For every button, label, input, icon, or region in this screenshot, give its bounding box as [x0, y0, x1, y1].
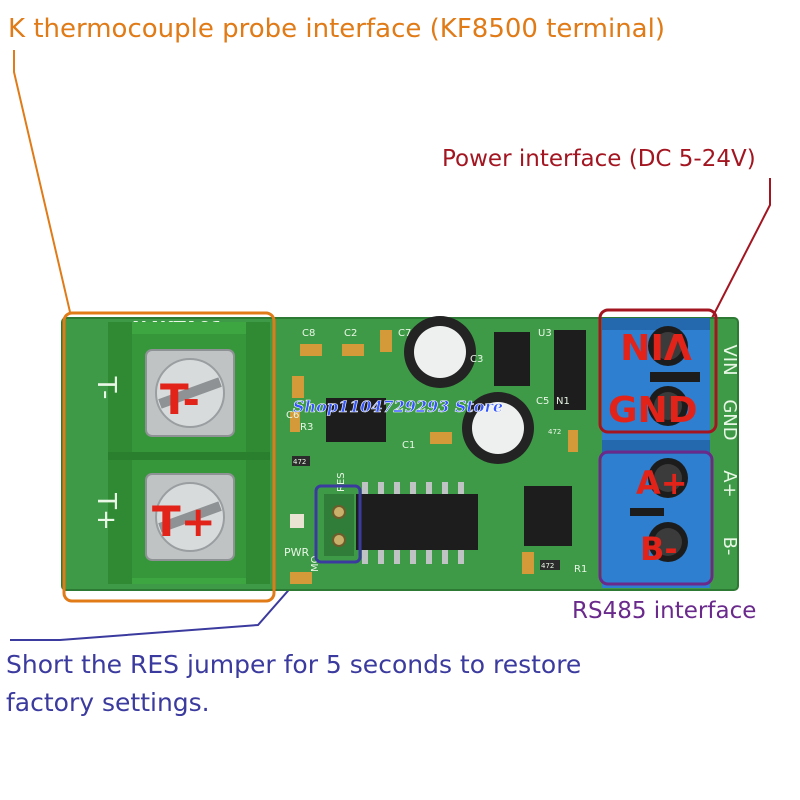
rs485-highlight-frame	[598, 450, 714, 586]
vin-screw	[648, 326, 688, 366]
silk-c6: C6	[286, 410, 299, 421]
silk-pwr: PWR	[284, 546, 310, 559]
thermo-leader-line	[13, 50, 71, 313]
silk-r1: R1	[574, 564, 587, 575]
res-highlight-frame	[314, 484, 362, 564]
power-interface-label: Power interface (DC 5-24V)	[442, 146, 756, 172]
res-note-line-2: factory settings.	[6, 688, 210, 717]
res-jumper-note: Short the RES jumper for 5 seconds to re…	[6, 646, 666, 722]
silk-a-plus: A+	[719, 470, 740, 497]
smd-components	[290, 330, 578, 584]
power-highlight-frame	[598, 308, 718, 434]
silk-c1: C1	[402, 440, 415, 451]
b-minus-screw	[648, 522, 688, 562]
b-minus-terminal-label: B-	[640, 530, 678, 568]
silk-472-a: 472	[293, 458, 306, 466]
rs485-interface-label: RS485 interface	[572, 598, 757, 624]
silk-c3: C3	[470, 354, 483, 365]
silk-gnd: GND	[719, 399, 740, 440]
silk-c7: C7	[398, 328, 411, 339]
t-plus-screw	[145, 473, 235, 561]
ic-8pin	[326, 398, 386, 442]
silk-vin: VIN	[719, 344, 740, 375]
t-plus-terminal-label: T+	[152, 497, 216, 546]
ic-main	[356, 482, 478, 564]
capacitor-c5	[462, 392, 534, 464]
silk-n1: N1	[556, 396, 570, 407]
silk-c5: C5	[536, 396, 549, 407]
silk-u3: U3	[538, 328, 552, 339]
thermocouple-terminal-block: T- T+	[108, 322, 270, 584]
silkscreen-labels: C8 C2 C7 C3 U3 C5 N1 C6 R3 C1 R1 472 472…	[286, 328, 587, 575]
t-minus-screw	[145, 349, 235, 437]
store-watermark: Shop1104729293 Store	[293, 397, 503, 416]
gnd-screw	[648, 386, 688, 426]
silk-b-minus: B-	[719, 537, 740, 556]
ic-u3	[494, 330, 586, 410]
ic-rs485	[524, 486, 572, 546]
thermocouple-interface-label: K thermocouple probe interface (KF8500 t…	[8, 14, 665, 44]
gnd-terminal-label: GND	[608, 390, 698, 431]
thermocouple-highlight-frame	[62, 311, 276, 603]
vin-terminal-label: VIN	[620, 325, 691, 366]
silk-472-c: 472	[548, 428, 561, 436]
silk-mo: MO	[310, 555, 321, 572]
a-plus-terminal-label: A+	[636, 464, 688, 502]
power-leader-line	[711, 178, 771, 319]
t-minus-silk: T-	[91, 376, 121, 400]
t-plus-silk: T+	[91, 492, 121, 531]
res-note-line-1: Short the RES jumper for 5 seconds to re…	[6, 650, 582, 679]
a-plus-screw	[648, 458, 688, 498]
t-minus-terminal-label: T-	[160, 375, 200, 424]
silk-r3: R3	[300, 422, 313, 433]
silk-res: RES	[336, 472, 347, 492]
pwr-led	[290, 514, 304, 528]
capacitor-c7	[404, 316, 476, 388]
res-jumper	[324, 494, 354, 556]
silk-472-b: 472	[541, 562, 554, 570]
silk-c8: C8	[302, 328, 315, 339]
silk-c2: C2	[344, 328, 357, 339]
